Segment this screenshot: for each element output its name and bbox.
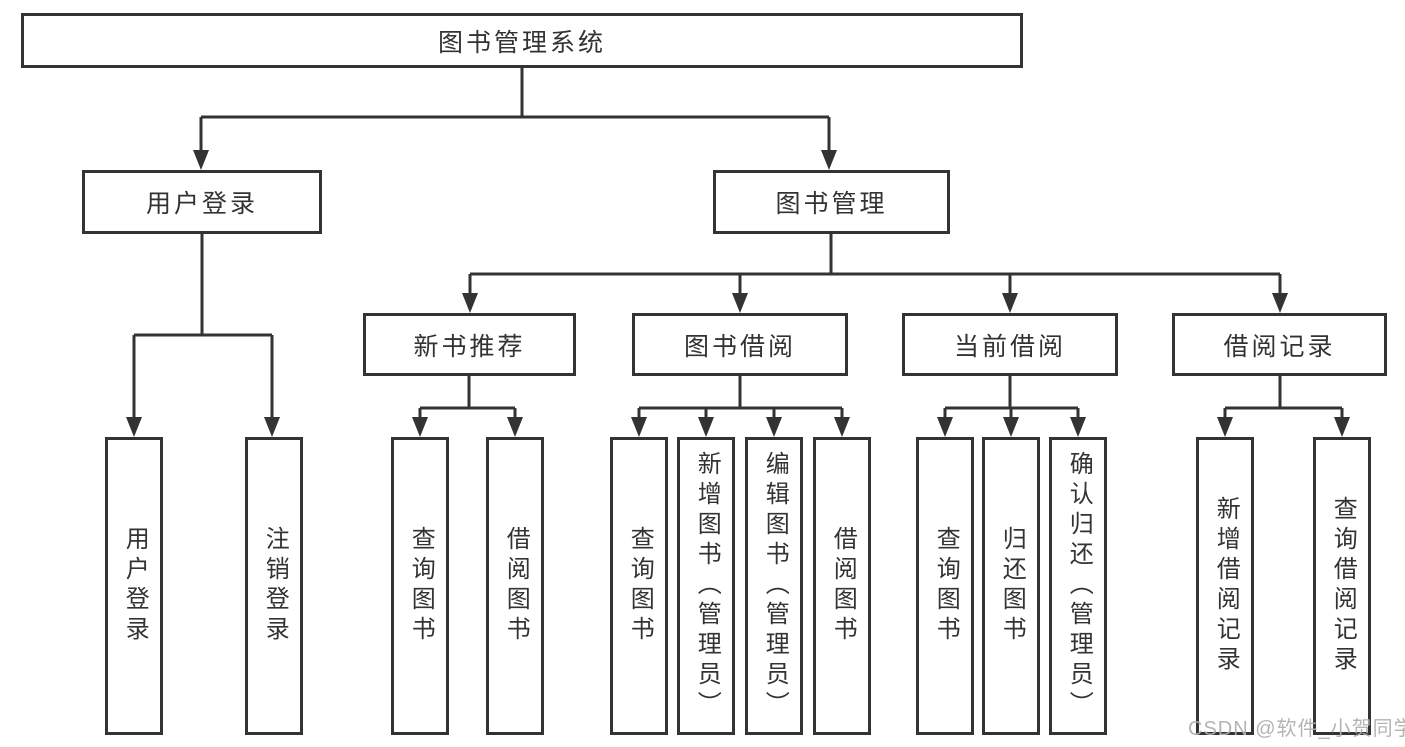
leaf-label: 借阅图书 [829, 526, 857, 646]
leaf-label: 新增借阅记录 [1212, 496, 1240, 676]
leaf-confirm-return-admin: 确认归还（管理员） [1049, 437, 1107, 735]
node-label: 图书借阅 [683, 332, 796, 361]
leaf-label: 注销登录 [261, 526, 289, 646]
leaf-label: 确认归还（管理员） [1065, 451, 1093, 721]
leaf-label: 归还图书 [998, 526, 1026, 646]
leaf-label: 查询图书 [407, 526, 435, 646]
node-label: 用户登录 [145, 190, 258, 218]
node-label: 新书推荐 [413, 332, 526, 361]
leaf-add-borrow-record: 新增借阅记录 [1196, 437, 1254, 735]
node-new-book-recommend: 新书推荐 [363, 313, 576, 376]
leaf-label: 用户登录 [121, 526, 149, 646]
node-label: 图书管理 [775, 190, 888, 218]
node-label: 借阅记录 [1223, 332, 1336, 361]
leaf-query-books-borrow: 查询图书 [610, 437, 668, 735]
leaf-borrow-books-recommend: 借阅图书 [486, 437, 544, 735]
leaf-return-book: 归还图书 [982, 437, 1040, 735]
node-library-management-system: 图书管理系统 [21, 13, 1023, 68]
leaf-query-books-recommend: 查询图书 [391, 437, 449, 735]
watermark: CSDN @软件_小贺同学 [1188, 718, 1405, 740]
leaf-add-book-admin: 新增图书（管理员） [677, 437, 735, 735]
node-label: 图书管理系统 [437, 28, 606, 57]
leaf-label: 查询图书 [932, 526, 960, 646]
arrowhead-icons [126, 150, 1350, 437]
leaf-user-login: 用户登录 [105, 437, 163, 735]
node-user-login: 用户登录 [82, 170, 322, 234]
node-borrow-records: 借阅记录 [1172, 313, 1387, 376]
leaf-label: 编辑图书（管理员） [761, 451, 789, 721]
leaf-label: 查询借阅记录 [1329, 496, 1357, 676]
leaf-label: 新增图书（管理员） [693, 451, 721, 721]
leaf-label: 查询图书 [626, 526, 654, 646]
leaf-query-books-current: 查询图书 [916, 437, 974, 735]
node-book-management: 图书管理 [713, 170, 950, 234]
leaf-query-borrow-record: 查询借阅记录 [1313, 437, 1371, 735]
node-label: 当前借阅 [953, 332, 1066, 361]
node-current-borrow: 当前借阅 [902, 313, 1118, 376]
leaf-edit-book-admin: 编辑图书（管理员） [745, 437, 803, 735]
node-book-borrow: 图书借阅 [632, 313, 848, 376]
leaf-label: 借阅图书 [502, 526, 530, 646]
leaf-logout: 注销登录 [245, 437, 303, 735]
leaf-borrow-books: 借阅图书 [813, 437, 871, 735]
